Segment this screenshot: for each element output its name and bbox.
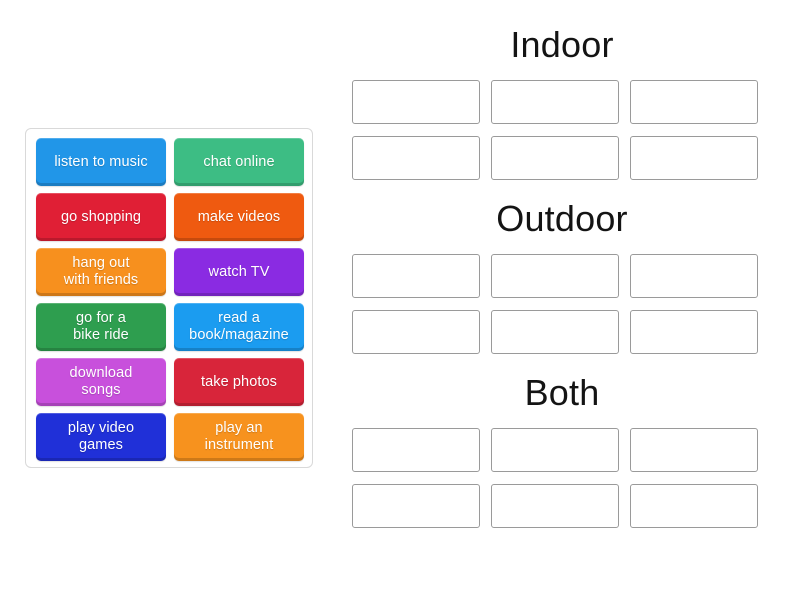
drop-zone[interactable]	[491, 428, 619, 472]
category-section: Indoor	[352, 22, 772, 180]
word-tile[interactable]: make videos	[174, 193, 304, 241]
drop-zone[interactable]	[630, 254, 758, 298]
word-tile-line: read a	[218, 310, 260, 326]
word-tile-line: hang out	[72, 255, 130, 271]
word-tile-line: play an	[215, 420, 263, 436]
drop-zone[interactable]	[491, 136, 619, 180]
category-section: Both	[352, 370, 772, 528]
drop-zone[interactable]	[352, 428, 480, 472]
drop-zone-grid	[352, 428, 772, 528]
word-tile-line: book/magazine	[189, 327, 289, 343]
drop-zone[interactable]	[630, 310, 758, 354]
drop-zone[interactable]	[630, 80, 758, 124]
category-section: Outdoor	[352, 196, 772, 354]
category-title: Both	[524, 372, 600, 413]
drop-zone[interactable]	[630, 136, 758, 180]
drop-zone[interactable]	[352, 254, 480, 298]
drop-zone[interactable]	[491, 80, 619, 124]
category-title: Outdoor	[496, 198, 628, 239]
drop-zone-grid	[352, 254, 772, 354]
word-tile-line: download	[69, 365, 133, 381]
drop-zone[interactable]	[630, 484, 758, 528]
drop-zone[interactable]	[352, 310, 480, 354]
word-tile[interactable]: take photos	[174, 358, 304, 406]
drop-zone[interactable]	[491, 484, 619, 528]
drop-zone-grid	[352, 80, 772, 180]
word-tile-line: instrument	[204, 437, 274, 453]
word-tile[interactable]: go shopping	[36, 193, 166, 241]
word-tile[interactable]: listen to music	[36, 138, 166, 186]
word-tile[interactable]: watch TV	[174, 248, 304, 296]
word-tile-line: go for a	[76, 310, 126, 326]
drop-zone[interactable]	[630, 428, 758, 472]
word-tile-line: games	[78, 437, 123, 453]
category-title: Indoor	[510, 24, 614, 65]
word-tile-line: bike ride	[73, 327, 129, 343]
word-tile-line: with friends	[63, 272, 139, 288]
drop-zone[interactable]	[491, 254, 619, 298]
drop-zone[interactable]	[352, 136, 480, 180]
drop-zone[interactable]	[352, 484, 480, 528]
word-tile-line: songs	[81, 382, 121, 398]
drop-zone[interactable]	[491, 310, 619, 354]
word-tile-line: play video	[67, 420, 135, 436]
word-tile[interactable]: chat online	[174, 138, 304, 186]
drop-zone[interactable]	[352, 80, 480, 124]
